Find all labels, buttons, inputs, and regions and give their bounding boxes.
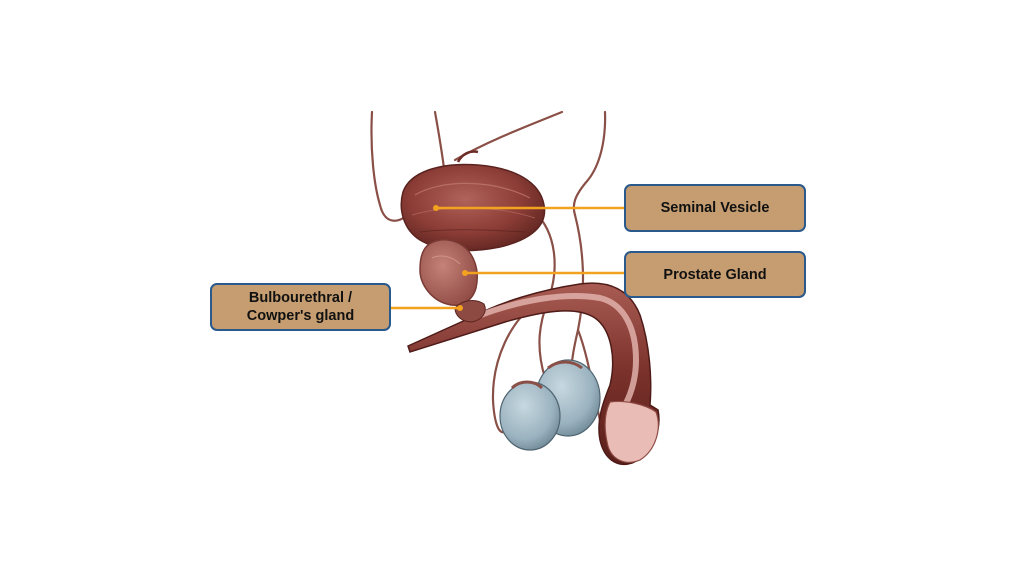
bladder-seminal-vesicle	[400, 150, 546, 252]
leader-dot-seminal-vesicle	[433, 205, 439, 211]
label-bulbourethral-gland-text: Bulbourethral / Cowper's gland	[246, 290, 355, 324]
leader-dot-prostate-gland	[462, 270, 468, 276]
label-seminal-vesicle: Seminal Vesicle	[624, 184, 806, 232]
label-seminal-vesicle-text: Seminal Vesicle	[660, 200, 770, 216]
penis-shaft	[407, 282, 660, 465]
leader-lines	[391, 205, 624, 311]
testes	[499, 359, 601, 451]
label-bulbourethral-gland: Bulbourethral / Cowper's gland	[210, 283, 391, 331]
leader-dot-bulbourethral-gland	[457, 305, 463, 311]
label-prostate-gland: Prostate Gland	[624, 251, 806, 298]
label-prostate-gland-text: Prostate Gland	[663, 266, 767, 283]
